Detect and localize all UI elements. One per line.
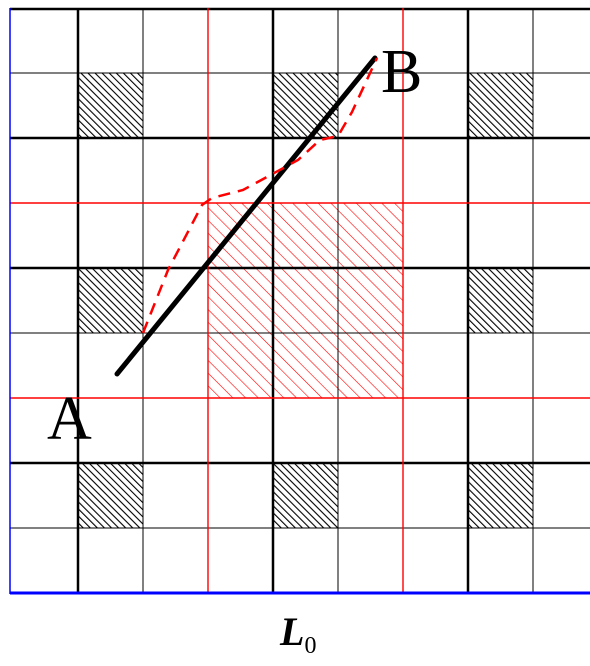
point-a-label: A bbox=[47, 385, 92, 453]
straight-path-ab bbox=[114, 55, 378, 377]
thick-grid bbox=[10, 7, 590, 593]
red-hatched-block bbox=[208, 203, 403, 398]
hatched-cell bbox=[468, 463, 533, 528]
length-symbol: L bbox=[279, 609, 304, 654]
length-label: L0 bbox=[279, 609, 316, 659]
hatched-cell bbox=[273, 73, 338, 138]
hatched-cell bbox=[468, 268, 533, 333]
red-dashed-path bbox=[141, 57, 379, 334]
thin-grid bbox=[10, 8, 590, 593]
hatched-cell bbox=[468, 73, 533, 138]
hatched-cell bbox=[78, 463, 143, 528]
hatched-cell bbox=[273, 463, 338, 528]
hatched-cell bbox=[78, 73, 143, 138]
hatched-cell bbox=[78, 268, 143, 333]
length-subscript: 0 bbox=[304, 633, 316, 659]
black-hatched-cells bbox=[78, 73, 533, 528]
point-b-label: B bbox=[381, 38, 422, 106]
red-grid bbox=[10, 8, 590, 593]
blue-boundary bbox=[9, 8, 590, 595]
